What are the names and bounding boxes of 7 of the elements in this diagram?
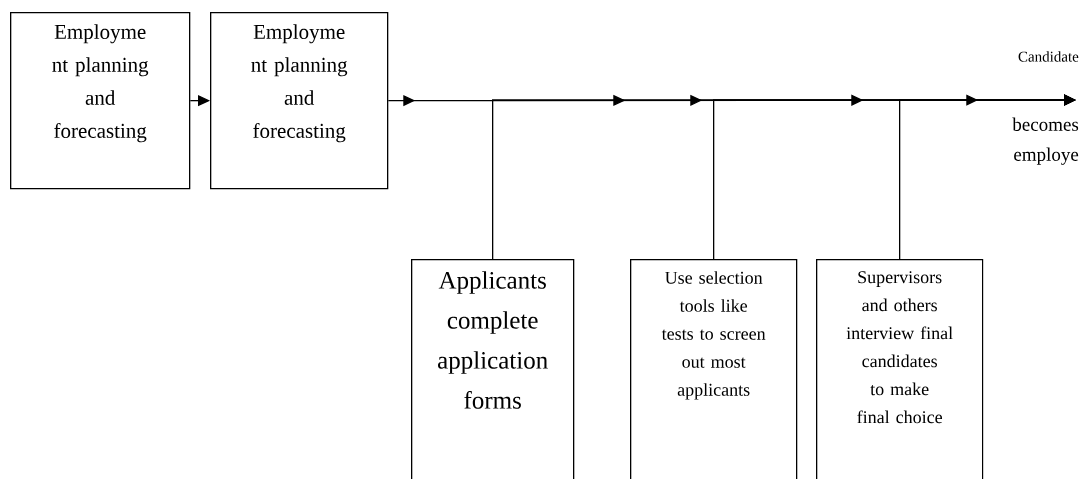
process-box: Employme nt planning and forecasting (10, 12, 191, 190)
process-box: Employme nt planning and forecasting (210, 12, 389, 190)
process-box: Use selection tools like tests to screen out most applicants (630, 259, 798, 479)
arrow (899, 94, 1076, 260)
process-box: Supervisors and others interview final candidates to make final choice (816, 259, 984, 479)
end-text: Candidate becomes employe (1012, 51, 1079, 165)
process-box: Applicants complete application forms (411, 259, 575, 479)
